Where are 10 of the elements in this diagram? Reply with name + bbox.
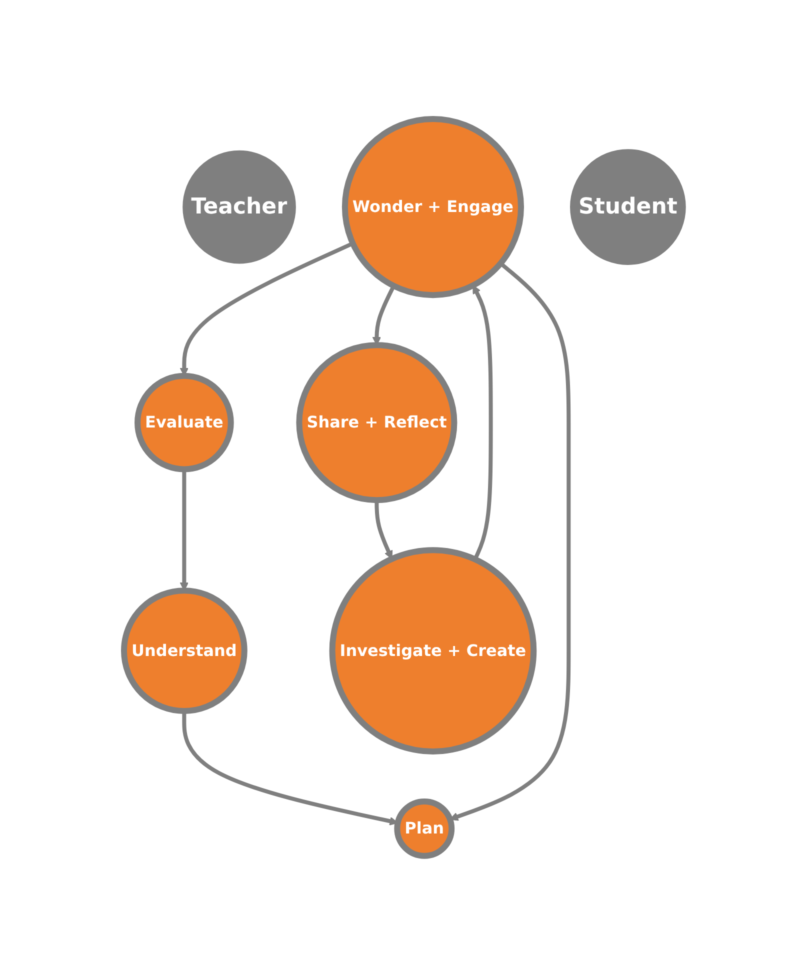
node-circle: Student xyxy=(570,148,686,265)
node-circle: Investigate + Create xyxy=(328,546,536,754)
node-circle: Evaluate xyxy=(134,372,234,472)
node-circle: Wonder + Engage xyxy=(342,116,524,298)
node-circle: Share + Reflect xyxy=(296,342,457,503)
arrow xyxy=(449,261,570,820)
node-circle: Teacher xyxy=(182,150,296,264)
arrow xyxy=(472,284,492,560)
node-circle: Plan xyxy=(394,798,454,858)
node-circle: Understand xyxy=(120,587,247,714)
